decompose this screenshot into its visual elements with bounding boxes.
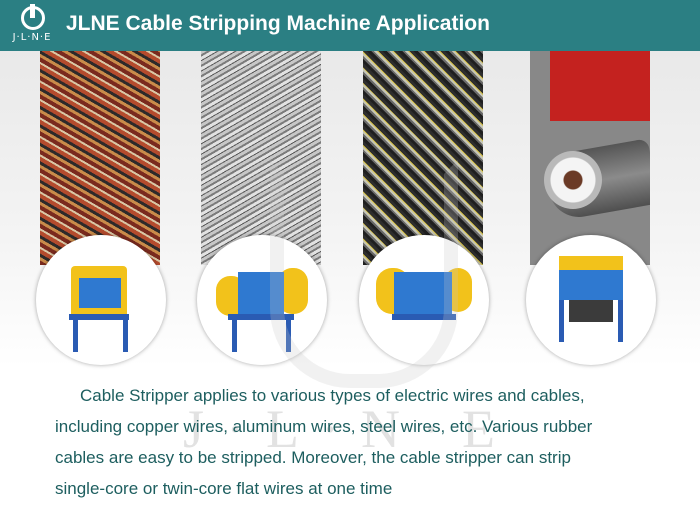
description-line: single-core or twin-core flat wires at o…: [55, 479, 393, 498]
watermark-text: J·L·N·E: [183, 399, 517, 459]
jlne-logo: J·L·N·E: [6, 4, 58, 48]
machine-photo-4: [526, 235, 656, 365]
photo-rubber-cable: [530, 51, 650, 265]
logo-text: J·L·N·E: [12, 32, 52, 43]
description-line: including copper wires, aluminum wires, …: [55, 417, 593, 436]
watermark-logo: [270, 160, 458, 388]
description-line: cables are easy to be stripped. Moreover…: [55, 448, 571, 467]
description-line: Cable Stripper applies to various types …: [80, 386, 585, 405]
machine-photo-1: [36, 235, 166, 365]
photo-copper-wires: [40, 51, 160, 265]
page-title: JLNE Cable Stripping Machine Application: [66, 12, 490, 35]
description-text: Cable Stripper applies to various types …: [55, 380, 655, 504]
header-bar: J·L·N·E JLNE Cable Stripping Machine App…: [0, 0, 700, 51]
